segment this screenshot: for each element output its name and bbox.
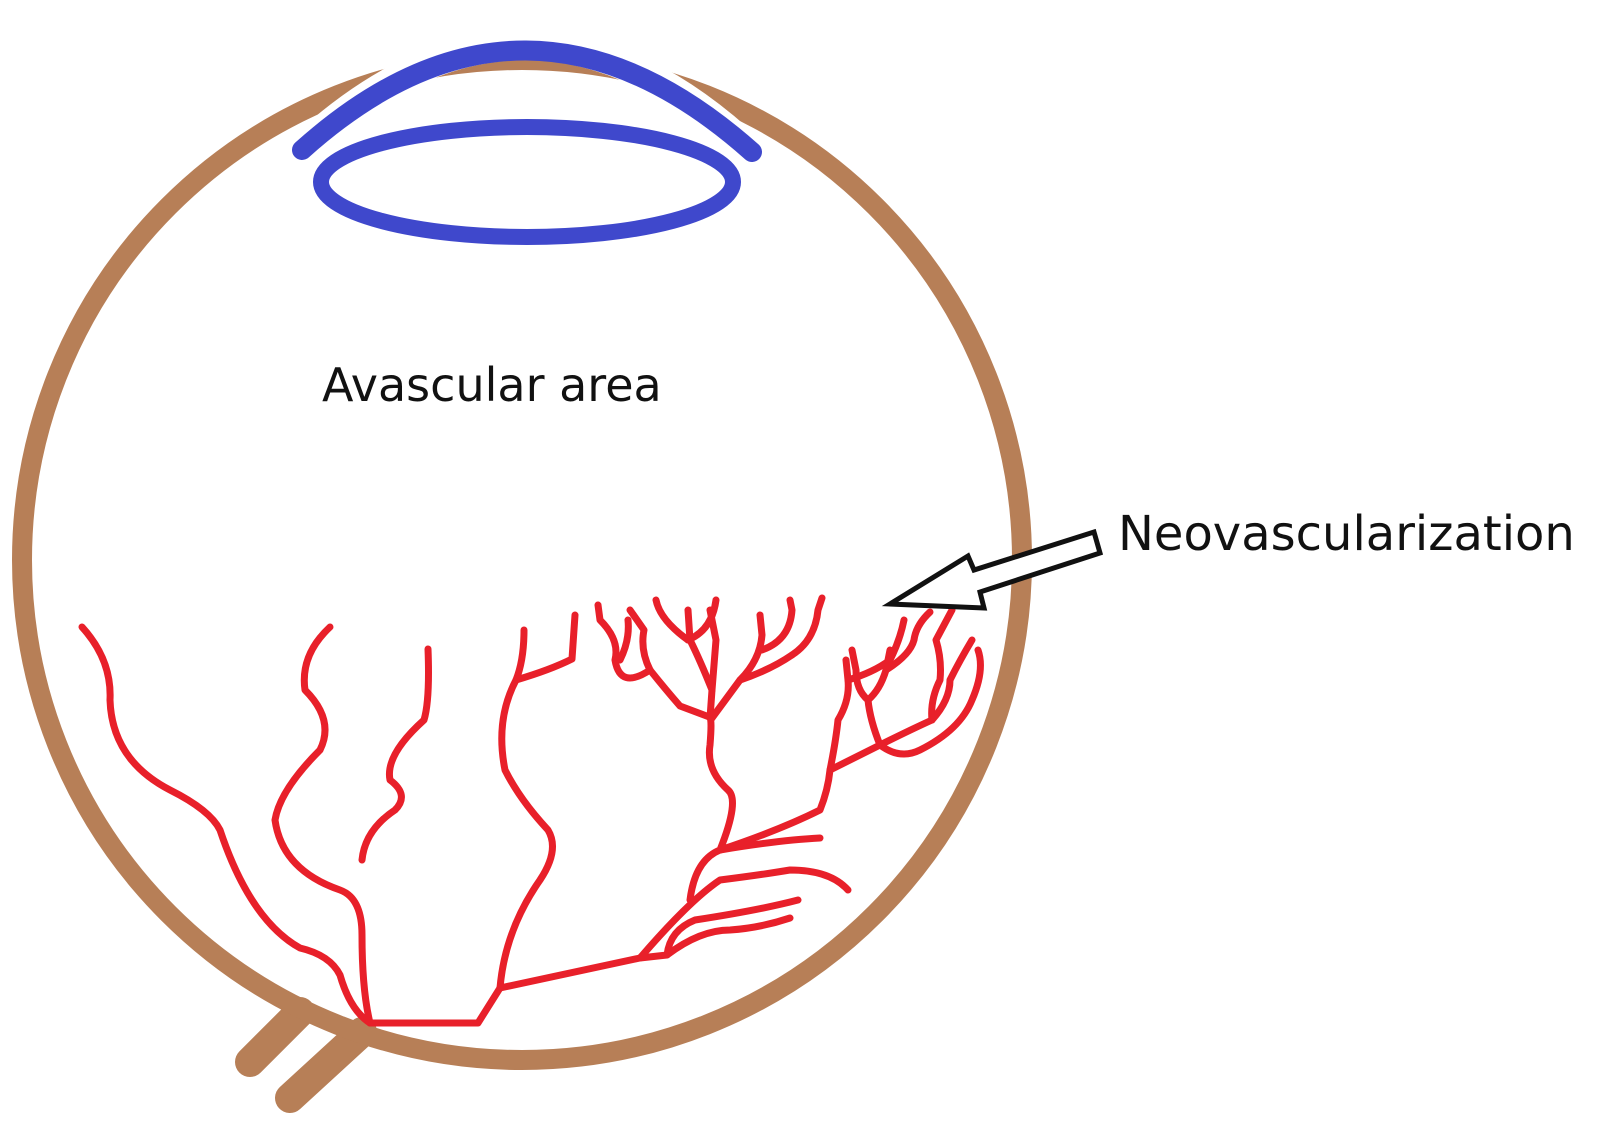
retinal-vessels bbox=[78, 611, 884, 1027]
neovascular-tufts bbox=[594, 594, 984, 774]
cornea bbox=[292, 40, 762, 162]
avascular-area-label: Avascular area bbox=[322, 358, 662, 412]
neovascularization-label: Neovascularization bbox=[1118, 506, 1575, 562]
neovascularization-arrow bbox=[881, 528, 1104, 611]
lens bbox=[313, 119, 741, 245]
optic-nerve bbox=[235, 997, 377, 1113]
